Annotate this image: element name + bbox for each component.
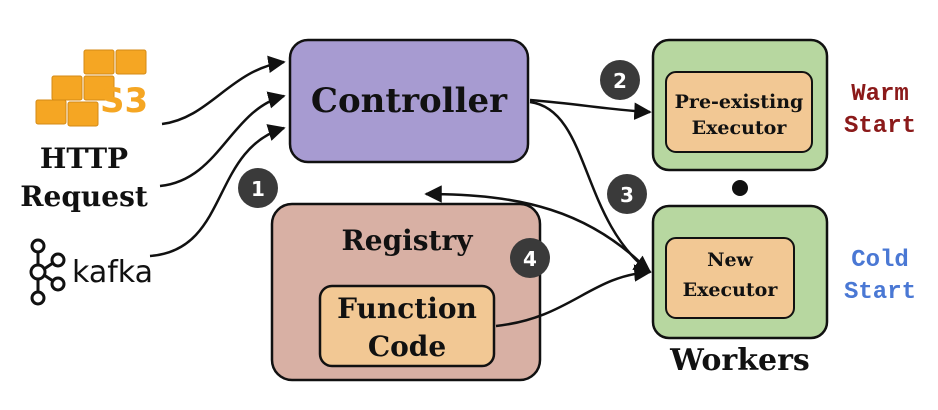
kafka-logo-text: kafka bbox=[72, 255, 153, 290]
http-label-line2: Request bbox=[20, 180, 148, 213]
new-executor-box bbox=[665, 237, 795, 319]
kafka-logo bbox=[29, 238, 66, 306]
warm-start-line2: Start bbox=[844, 113, 916, 140]
step-badge-3: 3 bbox=[607, 174, 647, 214]
cold-start-line1: Cold bbox=[851, 247, 909, 274]
step-number-3: 3 bbox=[620, 183, 634, 207]
worker-separator-dot bbox=[732, 180, 748, 196]
step-number-1: 1 bbox=[251, 177, 265, 201]
arrow-cold-to-registry bbox=[424, 185, 651, 273]
controller-label: Controller bbox=[311, 81, 508, 121]
pre-existing-executor-box bbox=[665, 71, 813, 153]
s3-logo: S3 bbox=[35, 49, 148, 127]
warm-start-line1: Warm bbox=[851, 81, 909, 108]
source-arrows bbox=[149, 55, 286, 258]
function-code-line1: Function bbox=[337, 292, 477, 325]
new-executor-line1: New bbox=[707, 249, 753, 271]
arrow-s3-to-controller bbox=[161, 55, 286, 126]
registry-title: Registry bbox=[341, 224, 473, 257]
step-number-4: 4 bbox=[523, 247, 537, 271]
arrow-controller-to-warm bbox=[529, 98, 652, 120]
pre-existing-executor-line2: Executor bbox=[692, 117, 788, 139]
step-number-2: 2 bbox=[613, 69, 627, 93]
step-badge-2: 2 bbox=[600, 60, 640, 100]
controller-box bbox=[288, 38, 530, 164]
s3-logo-text: S3 bbox=[100, 81, 148, 121]
arrow-kafka-to-controller bbox=[149, 124, 286, 258]
arrow-http-to-controller bbox=[159, 91, 286, 188]
cold-start-line2: Start bbox=[844, 279, 916, 306]
flow-arrows bbox=[424, 98, 652, 328]
function-code-box bbox=[318, 284, 496, 368]
http-label-line1: HTTP bbox=[40, 142, 128, 175]
arrow-code-to-cold bbox=[495, 264, 652, 328]
step-badge-4: 4 bbox=[510, 238, 550, 278]
new-executor-line2: Executor bbox=[683, 279, 779, 301]
pre-existing-executor-line1: Pre-existing bbox=[675, 91, 804, 113]
workers-label: Workers bbox=[669, 343, 810, 378]
step-badge-1: 1 bbox=[238, 168, 278, 208]
function-code-line2: Code bbox=[368, 330, 446, 363]
